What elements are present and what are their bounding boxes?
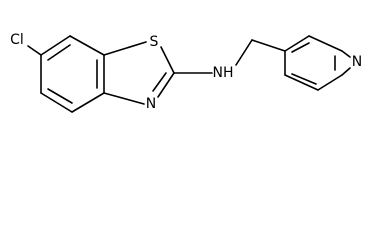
bond-benzene-c4-c5 <box>40 92 73 113</box>
atom-label-thiazole-nitrogen: N <box>146 96 156 112</box>
atom-label-chlorine: Cl <box>10 32 24 48</box>
bond-thiazole-c2-n-double <box>152 72 167 92</box>
bond-pyridine-c5-c4 <box>284 74 319 91</box>
bond-benzene-c3a-c4 <box>71 92 105 113</box>
atom-label-pyridine-nitrogen: N <box>352 54 362 70</box>
bond-nh-ch2 <box>235 39 253 66</box>
chemical-structure-diagram: Cl S N NH N <box>10 32 362 113</box>
bond-benzene-c7-c7a <box>69 35 105 56</box>
bond-pyridine-c3-c2 <box>308 35 343 52</box>
bond-benzene-double-3 <box>47 88 73 104</box>
bond-ch2-pyridine <box>251 39 286 52</box>
bond-benzene-c6-c7 <box>40 35 71 56</box>
bond-pyridine-c6-c5 <box>317 74 343 91</box>
bond-pyridine-double-1 <box>291 42 310 53</box>
bond-thiazole-c7a-s <box>103 41 147 56</box>
bond-pyridine-n-c6 <box>341 67 351 76</box>
bond-thiazole-n-c3a <box>103 92 145 105</box>
bond-pyridine-c4-c3 <box>284 35 310 52</box>
bond-thiazole-s-c2 <box>160 46 175 74</box>
bond-cl-c6 <box>27 45 42 56</box>
atom-label-sulfur: S <box>150 34 159 50</box>
bond-pyridine-double-3 <box>291 73 317 85</box>
bond-benzene-double-1 <box>47 44 71 61</box>
bond-lines <box>27 35 351 113</box>
atom-label-amine: NH <box>213 65 234 81</box>
bond-thiazole-c2-n <box>157 72 175 98</box>
bond-pyridine-c2-n <box>341 50 351 58</box>
atom-labels: Cl S N NH N <box>10 32 362 112</box>
